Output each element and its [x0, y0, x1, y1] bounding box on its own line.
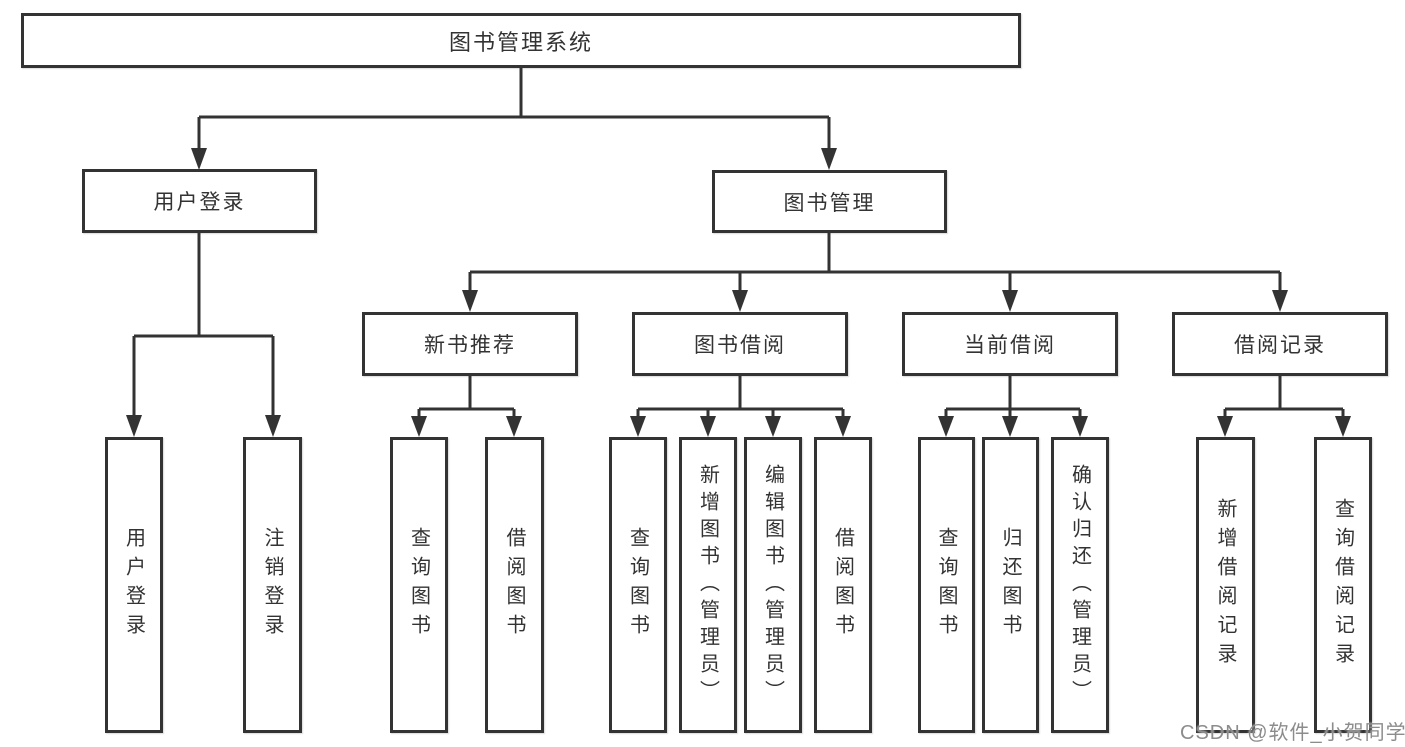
connector-new-book-recommend-to-leaves	[411, 376, 522, 437]
node-label: 查询借阅记录	[1331, 498, 1354, 672]
connector-path	[1223, 376, 1345, 418]
node-label: 图书管理系统	[448, 29, 593, 55]
connector-path	[636, 376, 845, 418]
arrowhead	[265, 415, 281, 437]
leaf-borrow-books-1: 借阅图书	[485, 437, 544, 733]
connector-book-management-to-level3	[462, 233, 1288, 312]
connector-path	[417, 376, 516, 418]
arrowhead	[1217, 416, 1233, 437]
connector-current-borrowing-to-leaves	[938, 376, 1088, 437]
arrowhead	[765, 416, 781, 437]
node-label: 借阅图书	[503, 527, 525, 643]
node-current-borrowing: 当前借阅	[902, 312, 1118, 376]
node-label: 查询图书	[935, 527, 957, 643]
arrowhead	[1002, 290, 1018, 312]
arrowhead	[1335, 416, 1351, 437]
node-label: 借阅图书	[831, 527, 854, 643]
leaf-query-books-2: 查询图书	[609, 437, 667, 733]
leaf-edit-books-admin: 编辑图书（管理员）	[744, 437, 802, 733]
csdn-watermark: CSDN @软件_小贺同学	[1180, 722, 1405, 744]
node-label: 用户登录	[122, 527, 145, 643]
arrowhead	[938, 416, 954, 437]
node-label: 注销登录	[261, 527, 283, 643]
arrowhead	[1072, 416, 1088, 437]
leaf-query-borrow-record: 查询借阅记录	[1314, 437, 1372, 733]
leaf-add-books-admin: 新增图书（管理员）	[679, 437, 737, 733]
arrowhead	[411, 416, 427, 437]
node-book-borrowing: 图书借阅	[632, 312, 848, 376]
connector-root-to-level2	[191, 68, 837, 170]
arrowhead	[191, 148, 207, 170]
connector-path	[468, 233, 1282, 292]
leaf-user-login: 用户登录	[105, 437, 163, 733]
node-label: 借阅记录	[1234, 334, 1326, 357]
leaf-confirm-return-admin: 确认归还（管理员）	[1051, 437, 1109, 733]
node-borrowing-records: 借阅记录	[1172, 312, 1388, 376]
node-label: 新增图书（管理员）	[696, 463, 719, 707]
connector-borrowing-records-to-leaves	[1217, 376, 1351, 437]
node-book-management: 图书管理	[712, 170, 947, 233]
leaf-borrow-books-2: 借阅图书	[814, 437, 872, 733]
node-new-book-recommend: 新书推荐	[362, 312, 578, 376]
leaf-return-books: 归还图书	[982, 437, 1039, 733]
connector-path	[197, 68, 831, 150]
node-label: 新书推荐	[424, 334, 516, 357]
node-root-system: 图书管理系统	[21, 13, 1021, 68]
arrowhead	[835, 416, 851, 437]
arrowhead	[126, 415, 142, 437]
node-user-login: 用户登录	[82, 169, 317, 233]
arrowhead	[506, 416, 522, 437]
node-label: 归还图书	[999, 527, 1021, 643]
connector-book-borrowing-to-leaves	[630, 376, 851, 437]
arrowhead	[462, 290, 478, 312]
node-label: 用户登录	[153, 191, 246, 214]
arrowhead	[700, 416, 716, 437]
leaf-logout: 注销登录	[243, 437, 302, 733]
node-label: 查询图书	[626, 527, 649, 643]
arrowhead	[1002, 416, 1018, 437]
arrowhead	[732, 290, 748, 312]
node-label: 查询图书	[407, 527, 430, 643]
arrowhead	[821, 148, 837, 170]
node-label: 图书管理	[783, 191, 876, 215]
node-label: 编辑图书（管理员）	[761, 463, 784, 707]
arrowhead	[1272, 290, 1288, 312]
node-label: 新增借阅记录	[1214, 498, 1236, 672]
node-label: 当前借阅	[964, 334, 1056, 357]
node-label: 确认归还（管理员）	[1068, 463, 1091, 707]
node-label: 图书借阅	[694, 334, 786, 357]
leaf-add-borrow-record: 新增借阅记录	[1196, 437, 1255, 733]
leaf-query-books-3: 查询图书	[918, 437, 975, 733]
connector-path	[944, 376, 1082, 418]
leaf-query-books-1: 查询图书	[390, 437, 448, 733]
connector-user-login-to-leaves	[126, 233, 281, 437]
connector-path	[132, 233, 275, 417]
arrowhead	[630, 416, 646, 437]
